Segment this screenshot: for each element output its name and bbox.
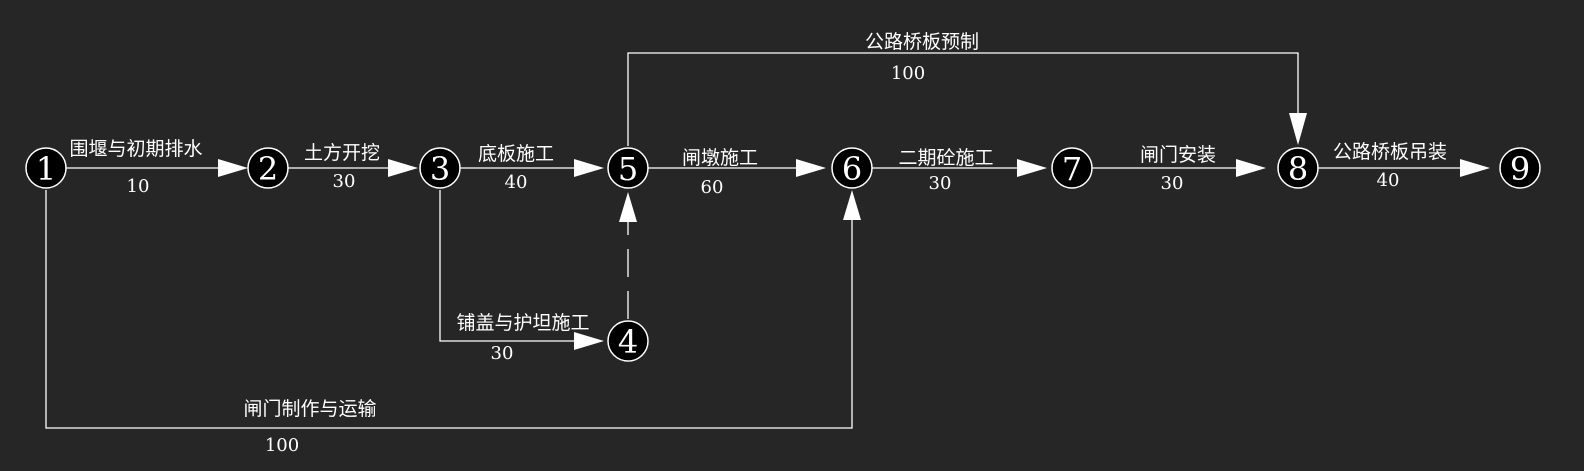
node-1: 1 bbox=[25, 147, 67, 189]
node-1-label: 1 bbox=[36, 150, 56, 188]
arrowhead-4-5 bbox=[619, 192, 637, 222]
node-9-label: 9 bbox=[1510, 150, 1530, 188]
node-1-circle bbox=[25, 147, 67, 189]
node-8: 8 bbox=[1277, 147, 1319, 189]
node-7: 7 bbox=[1051, 147, 1093, 189]
edge-5-6-duration: 60 bbox=[701, 177, 724, 198]
edge-2-3-activity: 土方开挖 bbox=[304, 142, 380, 164]
node-8-label: 8 bbox=[1288, 150, 1308, 188]
node-7-circle bbox=[1051, 147, 1093, 189]
edge-8-9-duration: 40 bbox=[1377, 170, 1400, 191]
edge-3-4-line bbox=[439, 190, 574, 342]
arrowhead-3-4 bbox=[574, 332, 604, 350]
edge-6-7-activity: 二期砼施工 bbox=[898, 147, 993, 169]
edge-labels: 围堰与初期排水 10 土方开挖 30 底板施工 40 闸墩施工 60 二期砼施工… bbox=[69, 31, 1447, 456]
edge-1-6-activity: 闸门制作与运输 bbox=[243, 398, 376, 420]
edge-3-4-duration: 30 bbox=[491, 343, 514, 364]
node-9-circle bbox=[1499, 147, 1541, 189]
arrowhead-5-8 bbox=[1289, 113, 1307, 145]
node-4-circle bbox=[607, 320, 649, 362]
node-5-label: 5 bbox=[618, 150, 638, 188]
edge-8-9-activity: 公路桥板吊装 bbox=[1333, 141, 1447, 163]
edge-5-8-activity: 公路桥板预制 bbox=[865, 31, 979, 53]
edge-1-2-activity: 围堰与初期排水 bbox=[69, 138, 202, 160]
arrowhead-1-2 bbox=[218, 159, 248, 177]
arrowhead-7-8 bbox=[1236, 159, 1266, 177]
node-4-label: 4 bbox=[618, 323, 638, 361]
node-3-label: 3 bbox=[430, 150, 450, 188]
arrowhead-8-9 bbox=[1460, 159, 1490, 177]
node-3-circle bbox=[419, 147, 461, 189]
node-6-label: 6 bbox=[842, 150, 862, 188]
node-4: 4 bbox=[607, 320, 649, 362]
edge-lines bbox=[45, 52, 1460, 429]
edge-6-7-duration: 30 bbox=[929, 173, 952, 194]
node-5-circle bbox=[607, 147, 649, 189]
edge-1-6-line bbox=[45, 190, 853, 429]
edge-5-6-activity: 闸墩施工 bbox=[682, 147, 758, 169]
node-9: 9 bbox=[1499, 147, 1541, 189]
edge-3-4-activity: 铺盖与护坦施工 bbox=[456, 312, 589, 334]
node-5: 5 bbox=[607, 147, 649, 189]
arrowhead-6-7 bbox=[1017, 159, 1047, 177]
node-2: 2 bbox=[247, 147, 289, 189]
edge-5-8-duration: 100 bbox=[891, 63, 925, 84]
arrowhead-2-3 bbox=[388, 159, 418, 177]
arrowhead-5-6 bbox=[796, 159, 826, 177]
node-2-label: 2 bbox=[258, 150, 278, 188]
node-8-circle bbox=[1277, 147, 1319, 189]
node-2-circle bbox=[247, 147, 289, 189]
edge-5-8-line bbox=[627, 52, 1299, 146]
edge-3-5-duration: 40 bbox=[505, 172, 528, 193]
node-6: 6 bbox=[831, 147, 873, 189]
edge-1-6-duration: 100 bbox=[265, 435, 299, 456]
edge-2-3-duration: 30 bbox=[333, 171, 356, 192]
node-3: 3 bbox=[419, 147, 461, 189]
arrowheads bbox=[218, 113, 1490, 350]
edge-7-8-duration: 30 bbox=[1161, 173, 1184, 194]
edge-7-8-activity: 闸门安装 bbox=[1140, 144, 1216, 166]
arrowhead-1-6 bbox=[843, 190, 861, 220]
arrowhead-3-5 bbox=[574, 159, 604, 177]
node-7-label: 7 bbox=[1062, 150, 1082, 188]
edge-3-5-activity: 底板施工 bbox=[478, 143, 554, 165]
node-6-circle bbox=[831, 147, 873, 189]
edge-1-2-duration: 10 bbox=[127, 176, 150, 197]
